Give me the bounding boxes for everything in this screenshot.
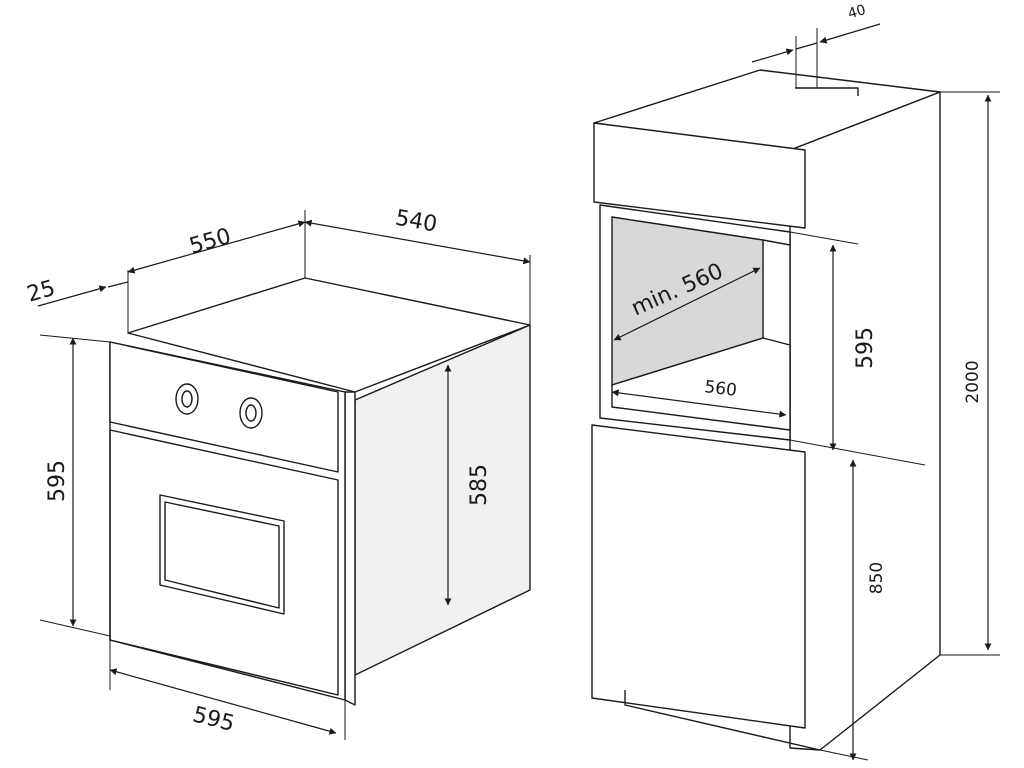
dim-line-25 [37, 285, 107, 307]
dim-line-40-left [751, 48, 794, 63]
dim-label-2000: 2000 [963, 360, 983, 403]
dim-label-25: 25 [24, 276, 58, 308]
dim-label-595-width: 595 [190, 702, 237, 736]
oven-drawing: 550 540 25 595 585 595 [24, 206, 531, 740]
oven-window-inner [164, 501, 280, 609]
dim-label-850: 850 [867, 562, 887, 594]
knob-left [175, 383, 199, 415]
dim-line-min-560 [613, 267, 761, 341]
dim-label-550: 550 [187, 224, 234, 260]
dim-label-40: 40 [846, 2, 868, 22]
dim-line-595-width [109, 668, 337, 735]
dim-line-560 [611, 389, 787, 418]
upper-cupboard-front [593, 122, 806, 229]
oven-door [109, 429, 339, 696]
control-panel [109, 341, 339, 473]
knob-right [239, 397, 263, 429]
dim-line-540 [304, 219, 531, 265]
cabinet-plinth [624, 690, 821, 751]
oven-front-edge [344, 391, 356, 706]
dim-label-540: 540 [393, 206, 439, 238]
dim-line-40-right [819, 23, 881, 44]
dim-label-595-height: 595 [45, 460, 70, 502]
dim-label-595-niche: 595 [853, 327, 878, 369]
lower-cupboard-door [591, 424, 806, 729]
cabinet-drawing: 40 min. 560 560 595 850 2000 [591, 2, 1000, 761]
cabinet-top-notch [795, 87, 859, 96]
dim-label-560: 560 [703, 377, 738, 401]
dim-line-550 [127, 220, 306, 274]
cabinet-side-panel [789, 91, 941, 751]
dim-label-585: 585 [467, 464, 492, 506]
oven-window [159, 494, 285, 615]
